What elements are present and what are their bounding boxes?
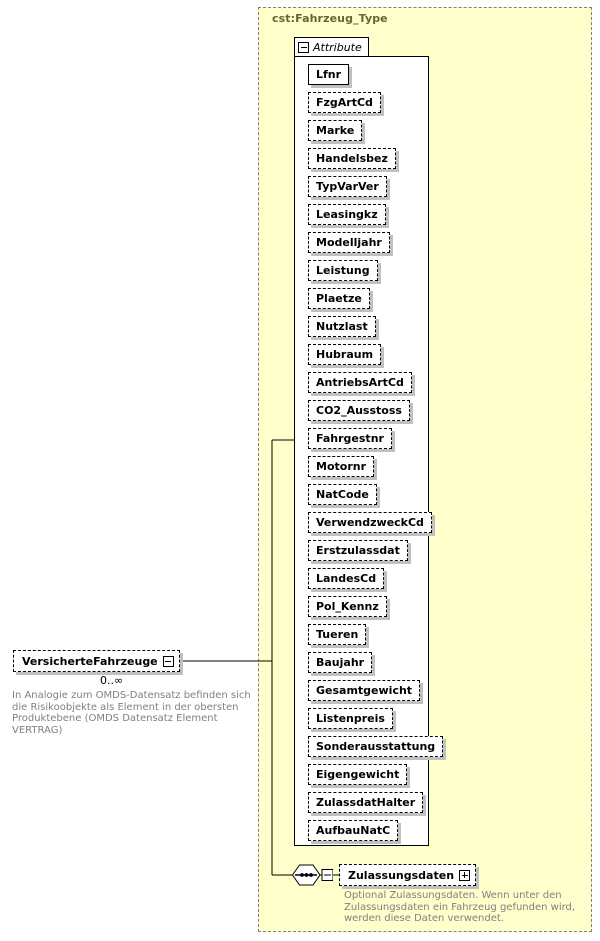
attribute-item-label: Modelljahr (316, 236, 382, 249)
attribute-item-label: Leistung (316, 264, 370, 277)
attribute-item-label: CO2_Ausstoss (316, 404, 402, 417)
cardinality-label: 0..∞ (100, 674, 124, 687)
complextype-title: cst:Fahrzeug_Type (272, 12, 388, 25)
attribute-item-label: TypVarVer (316, 180, 379, 193)
attribute-item[interactable]: Nutzlast (308, 316, 376, 337)
attribute-item[interactable]: Plaetze (308, 288, 370, 309)
attribute-item[interactable]: AufbauNatC (308, 820, 399, 841)
attribute-item[interactable]: Listenpreis (308, 708, 393, 729)
attribute-item-label: Hubraum (316, 348, 374, 361)
element-label: Zulassungsdaten (348, 868, 455, 882)
attribute-item-label: Erstzulassdat (316, 544, 400, 557)
element-label: VersicherteFahrzeuge (22, 654, 158, 668)
attribute-group-header[interactable]: Attribute (294, 37, 369, 57)
attribute-item[interactable]: Handelsbez (308, 148, 396, 169)
attribute-item[interactable]: TypVarVer (308, 176, 387, 197)
attribute-item-label: Tueren (316, 628, 359, 641)
attribute-item[interactable]: LandesCd (308, 568, 385, 589)
attribute-item[interactable]: Lfnr (308, 64, 350, 85)
attribute-item[interactable]: Leasingkz (308, 204, 386, 225)
attribute-item-label: Baujahr (316, 656, 365, 669)
attribute-item[interactable]: AntriebsArtCd (308, 372, 412, 393)
attribute-item-label: Nutzlast (316, 320, 368, 333)
attribute-item-label: Marke (316, 124, 355, 137)
attribute-item-label: Gesamtgewicht (316, 684, 413, 697)
attribute-item-label: NatCode (316, 488, 369, 501)
attribute-item-label: Pol_Kennz (316, 600, 379, 613)
attribute-item-label: Sonderausstattung (316, 740, 436, 753)
attribute-item-label: Lfnr (316, 68, 342, 81)
attribute-item[interactable]: Motornr (308, 456, 374, 477)
attribute-item[interactable]: Baujahr (308, 652, 373, 673)
attribute-item[interactable]: Modelljahr (308, 232, 390, 253)
attribute-item[interactable]: ZulassdatHalter (308, 792, 424, 813)
attribute-item[interactable]: Gesamtgewicht (308, 680, 421, 701)
attribute-item[interactable]: Pol_Kennz (308, 596, 387, 617)
attribute-item-label: ZulassdatHalter (316, 796, 416, 809)
attribute-item[interactable]: Eigengewicht (308, 764, 408, 785)
attribute-item-label: Fahrgestnr (316, 432, 384, 445)
attribute-item[interactable]: FzgArtCd (308, 92, 381, 113)
attribute-item-label: LandesCd (316, 572, 377, 585)
attribute-item-label: AufbauNatC (316, 824, 391, 837)
attribute-item-label: FzgArtCd (316, 96, 373, 109)
attribute-item[interactable]: NatCode (308, 484, 377, 505)
attribute-item-label: Plaetze (316, 292, 362, 305)
plus-icon[interactable] (459, 869, 471, 881)
attribute-group-label: Attribute (313, 41, 362, 54)
attribute-item[interactable]: Leistung (308, 260, 378, 281)
attribute-item-label: Handelsbez (316, 152, 388, 165)
attribute-item[interactable]: Hubraum (308, 344, 382, 365)
minus-icon[interactable] (162, 655, 174, 667)
sequence-node[interactable] (291, 864, 334, 886)
attribute-item[interactable]: Fahrgestnr (308, 428, 392, 449)
element-zulassungsdaten[interactable]: Zulassungsdaten (339, 864, 477, 886)
attribute-item-label: Motornr (316, 460, 366, 473)
attribute-item-label: Eigengewicht (316, 768, 400, 781)
attribute-item[interactable]: Marke (308, 120, 363, 141)
attribute-item[interactable]: Sonderausstattung (308, 736, 444, 757)
attribute-item[interactable]: Tueren (308, 624, 367, 645)
element-versichertefahrzeuge[interactable]: VersicherteFahrzeuge (13, 650, 180, 672)
zulassungsdaten-annotation: Optional Zulassungsdaten. Wenn unter den… (344, 890, 576, 925)
attribute-item[interactable]: CO2_Ausstoss (308, 400, 410, 421)
root-element-annotation: In Analogie zum OMDS-Datensatz befinden … (12, 690, 251, 736)
attribute-item-label: AntriebsArtCd (316, 376, 404, 389)
attribute-item[interactable]: VerwendzweckCd (308, 512, 432, 533)
attribute-item-label: VerwendzweckCd (316, 516, 424, 529)
attribute-item-label: Listenpreis (316, 712, 385, 725)
attribute-item-label: Leasingkz (316, 208, 378, 221)
attribute-item[interactable]: Erstzulassdat (308, 540, 408, 561)
minus-icon[interactable] (298, 42, 309, 53)
